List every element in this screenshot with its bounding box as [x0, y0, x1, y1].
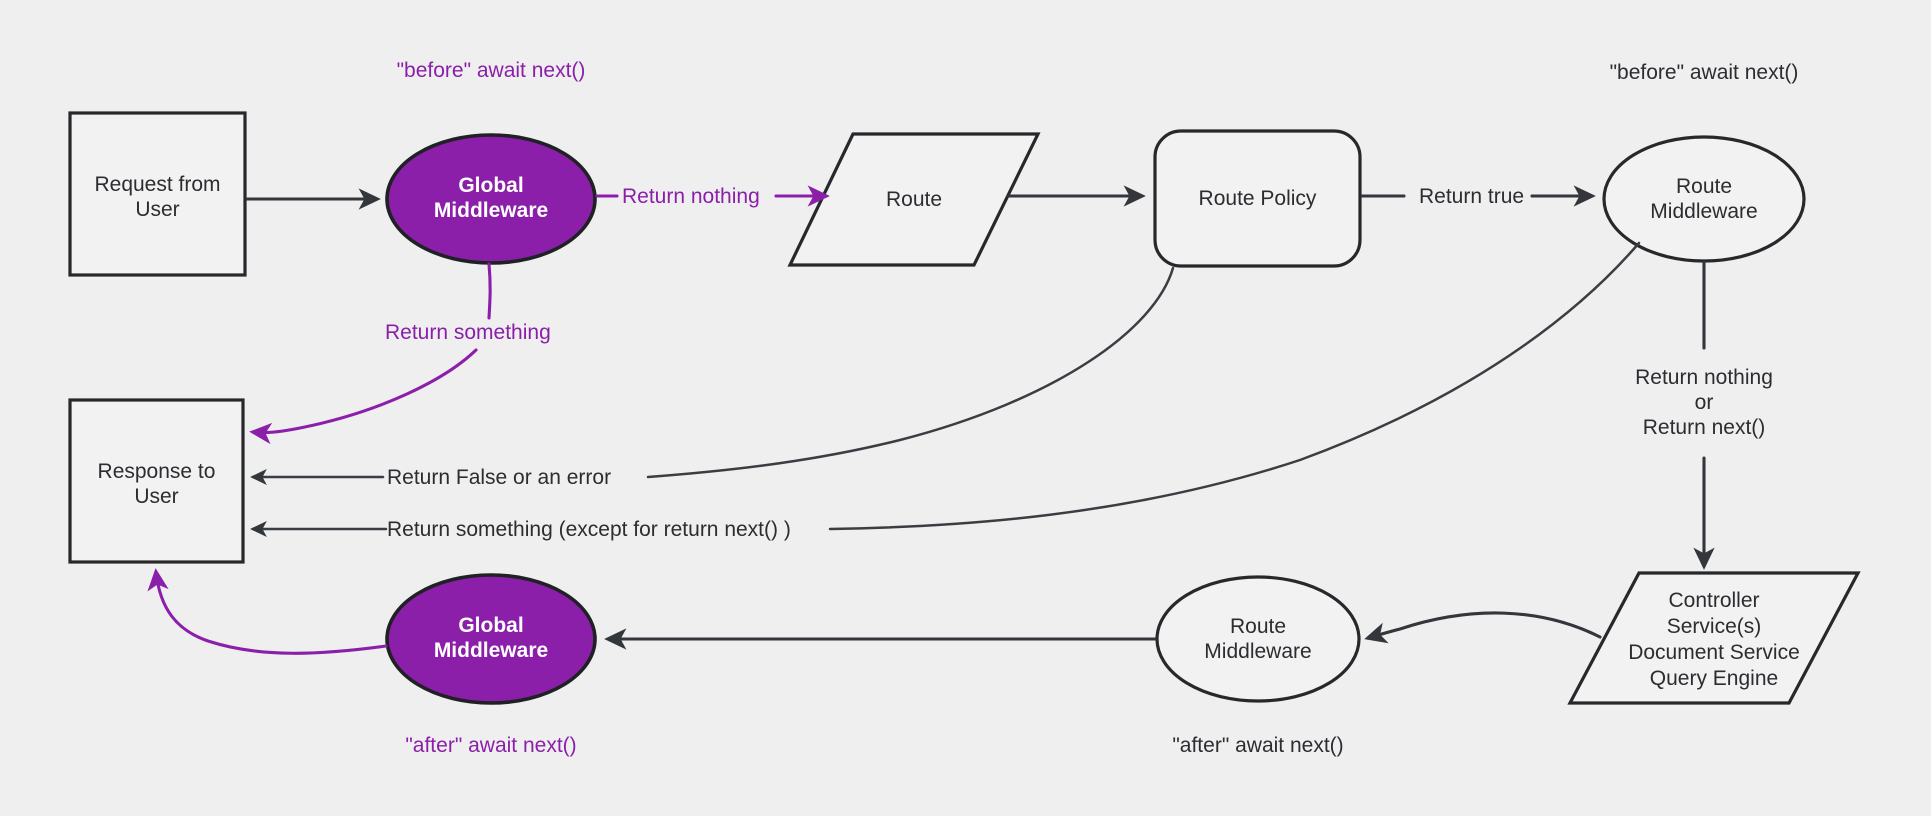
- edge-global-return-something-to-response: [249, 348, 478, 445]
- edge-label-return-false-or-error: Return False or an error: [387, 466, 612, 489]
- edge-rm-return-something-curve: [828, 241, 1641, 531]
- annotation-after-await-next-global: "after" await next(): [405, 734, 577, 757]
- edge-label-return-nothing-or-next: Return nothing or Return next(): [1635, 366, 1773, 439]
- node-global-middleware-before[interactable]: [385, 133, 597, 265]
- node-global-middleware-after[interactable]: [385, 573, 597, 705]
- edge-label-return-something-except-next: Return something (except for return next…: [387, 518, 791, 541]
- node-controller-services[interactable]: [1567, 571, 1861, 705]
- edge-label-return-something-global: Return something: [385, 321, 551, 344]
- annotation-after-await-next-route: "after" await next(): [1172, 734, 1344, 757]
- edge-controller-to-route-middleware-after: [1364, 611, 1602, 644]
- edge-label-return-true: Return true: [1419, 185, 1525, 208]
- edge-global-return-something-stub-top: [487, 262, 492, 320]
- node-route[interactable]: [787, 132, 1041, 267]
- node-request-from-user[interactable]: [68, 111, 247, 277]
- node-route-middleware-after[interactable]: [1155, 575, 1361, 703]
- annotation-before-await-next-global: "before" await next(): [396, 59, 586, 82]
- node-route-policy[interactable]: [1153, 129, 1362, 268]
- edge-global-middleware-after-to-response: [147, 568, 388, 655]
- node-response-to-user[interactable]: [68, 398, 245, 564]
- node-route-middleware-before[interactable]: [1602, 135, 1806, 263]
- edge-policy-return-false-curve: [646, 266, 1175, 479]
- edge-label-return-nothing: Return nothing: [622, 185, 760, 208]
- annotation-before-await-next-route: "before" await next(): [1609, 61, 1799, 84]
